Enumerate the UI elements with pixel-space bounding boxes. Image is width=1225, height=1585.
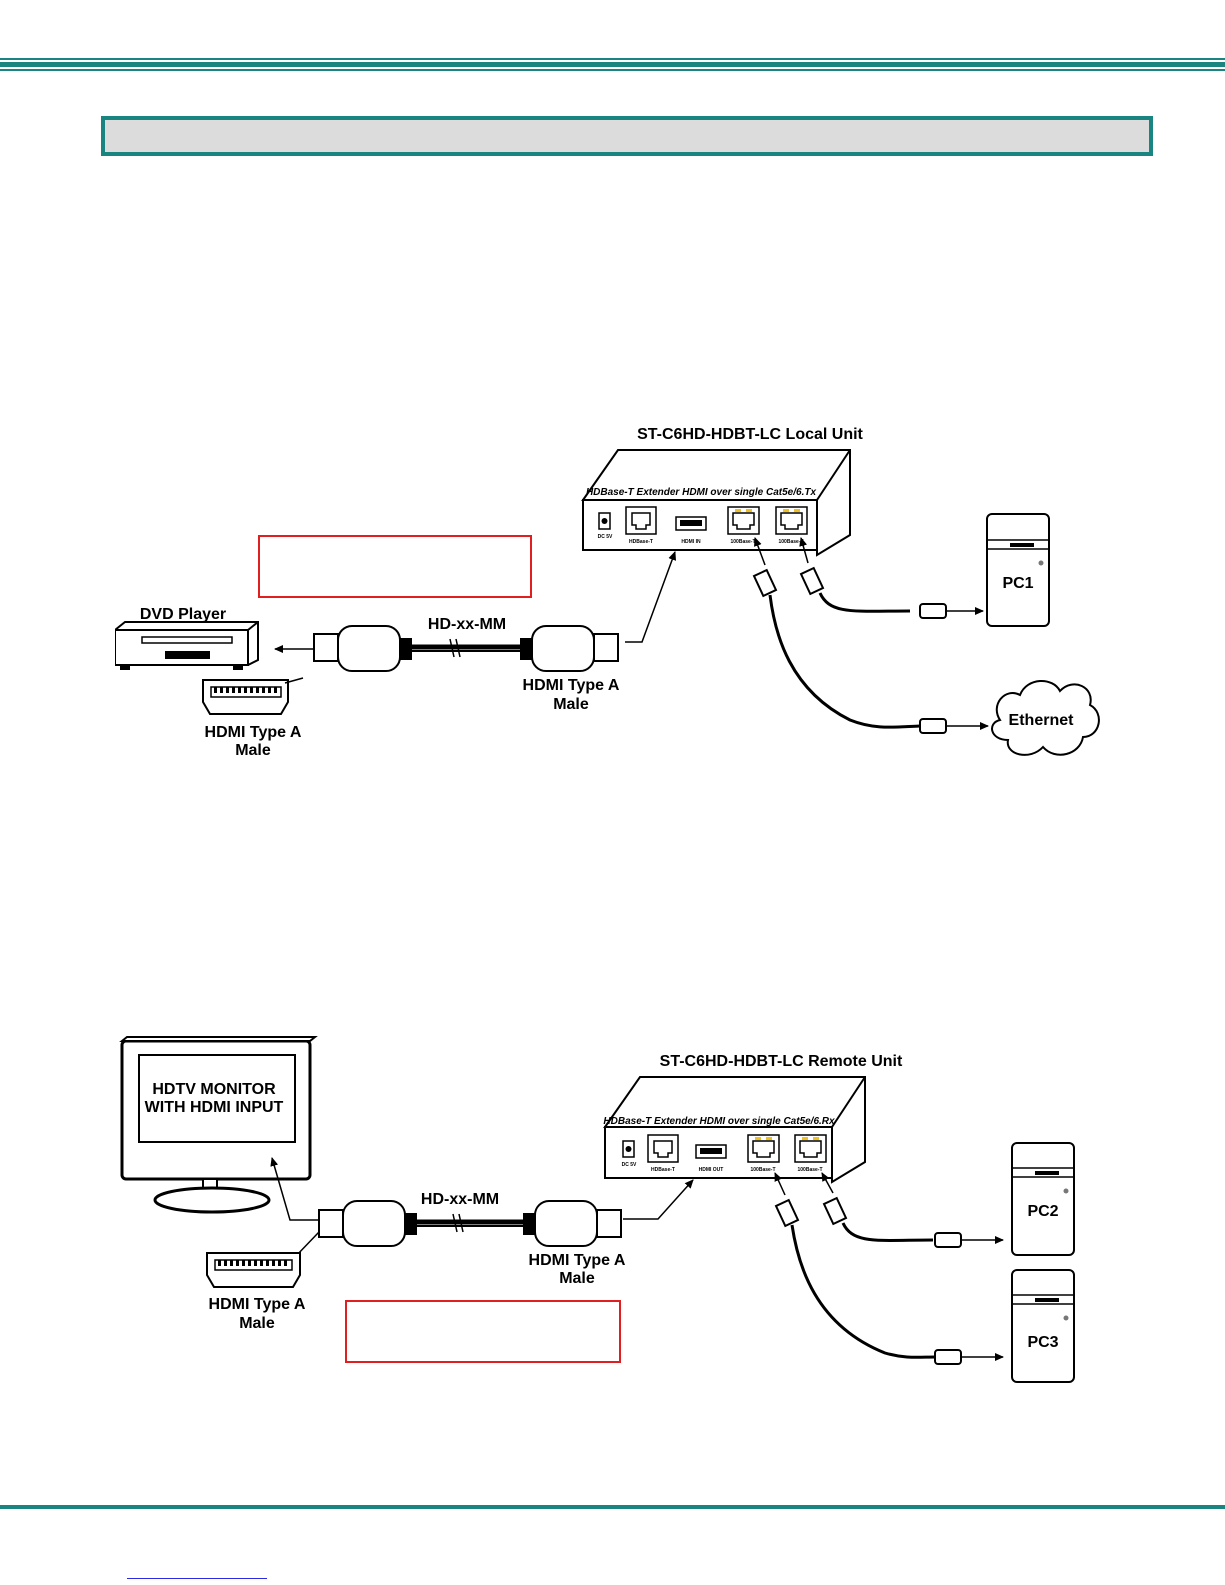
local-unit-connection-diagram: HDBase-T Extender HDMI over single Cat5e…: [115, 426, 1100, 759]
header-rule: [0, 58, 1225, 72]
svg-text:HDBase-T: HDBase-T: [629, 539, 653, 545]
pc1-label: PC1: [1002, 575, 1033, 592]
left-connector-label-line2: Male: [235, 742, 271, 759]
right-connector-label-line1: HDMI Type A: [523, 677, 620, 694]
svg-text:DC 5V: DC 5V: [598, 534, 613, 540]
left-connector-label-line2: Male: [239, 1315, 275, 1332]
pc3-label: PC3: [1027, 1334, 1058, 1351]
hdmi-cable: [270, 1157, 694, 1258]
svg-text:HDBase-T: HDBase-T: [651, 1167, 675, 1173]
svg-text:HDMI IN: HDMI IN: [681, 539, 701, 545]
local-extender-unit: HDBase-T Extender HDMI over single Cat5e…: [581, 449, 851, 557]
hdbaset-port-icon: [625, 506, 657, 535]
right-connector-label-line2: Male: [559, 1270, 595, 1287]
pc3-tower-icon: [1011, 1269, 1075, 1383]
local-note-box: [258, 535, 532, 598]
pc2-tower-icon: [1011, 1142, 1075, 1256]
svg-text:100Base-T: 100Base-T: [750, 1167, 775, 1173]
monitor-label-line1: HDTV MONITOR: [152, 1081, 276, 1098]
remote-unit-title: ST-C6HD-HDBT-LC Remote Unit: [660, 1053, 903, 1070]
right-connector-label-line1: HDMI Type A: [529, 1252, 626, 1269]
pc1-tower-icon: [986, 513, 1050, 627]
remote-unit-connection-diagram: HDTV MONITOR WITH HDMI INPUT HDBase-T Ex…: [119, 1036, 1075, 1383]
footer-link-underline[interactable]: [127, 1578, 267, 1579]
pc2-label: PC2: [1027, 1203, 1058, 1220]
dvd-player-label: DVD Player: [140, 606, 226, 623]
network-cables: [774, 1172, 1004, 1365]
hdbaset-port-icon: [647, 1134, 679, 1163]
network-cables: [752, 537, 989, 734]
cable-label: HD-xx-MM: [421, 1191, 499, 1208]
hdmi-cable: [274, 551, 677, 684]
svg-text:100Base-T: 100Base-T: [778, 539, 803, 545]
ethernet-label: Ethernet: [1009, 712, 1075, 729]
remote-note-box: [345, 1300, 621, 1363]
dvd-player-icon: [115, 621, 259, 670]
svg-text:100Base-T: 100Base-T: [797, 1167, 822, 1173]
cable-label: HD-xx-MM: [428, 616, 506, 633]
hdmi-type-a-connector-icon: [206, 1252, 301, 1288]
right-connector-label-line2: Male: [553, 696, 589, 713]
hdtv-monitor-icon: [119, 1036, 318, 1214]
left-connector-label-line1: HDMI Type A: [205, 724, 302, 741]
svg-text:DC 5V: DC 5V: [622, 1162, 637, 1168]
remote-panel-caption: HDBase-T Extender HDMI over single Cat5e…: [603, 1116, 835, 1127]
footer-rule: [0, 1505, 1225, 1509]
ethernet-cloud-icon: [991, 680, 1100, 756]
svg-text:HDMI OUT: HDMI OUT: [699, 1167, 724, 1173]
local-unit-title: ST-C6HD-HDBT-LC Local Unit: [637, 426, 863, 443]
local-panel-caption: HDBase-T Extender HDMI over single Cat5e…: [586, 487, 817, 498]
left-connector-label-line1: HDMI Type A: [209, 1296, 306, 1313]
monitor-label-line2: WITH HDMI INPUT: [145, 1099, 284, 1116]
remote-extender-unit: HDBase-T Extender HDMI over single Cat5e…: [603, 1076, 866, 1184]
section-heading-box: [101, 116, 1153, 156]
svg-text:100Base-T: 100Base-T: [730, 539, 755, 545]
hdmi-type-a-connector-icon: [202, 679, 289, 715]
